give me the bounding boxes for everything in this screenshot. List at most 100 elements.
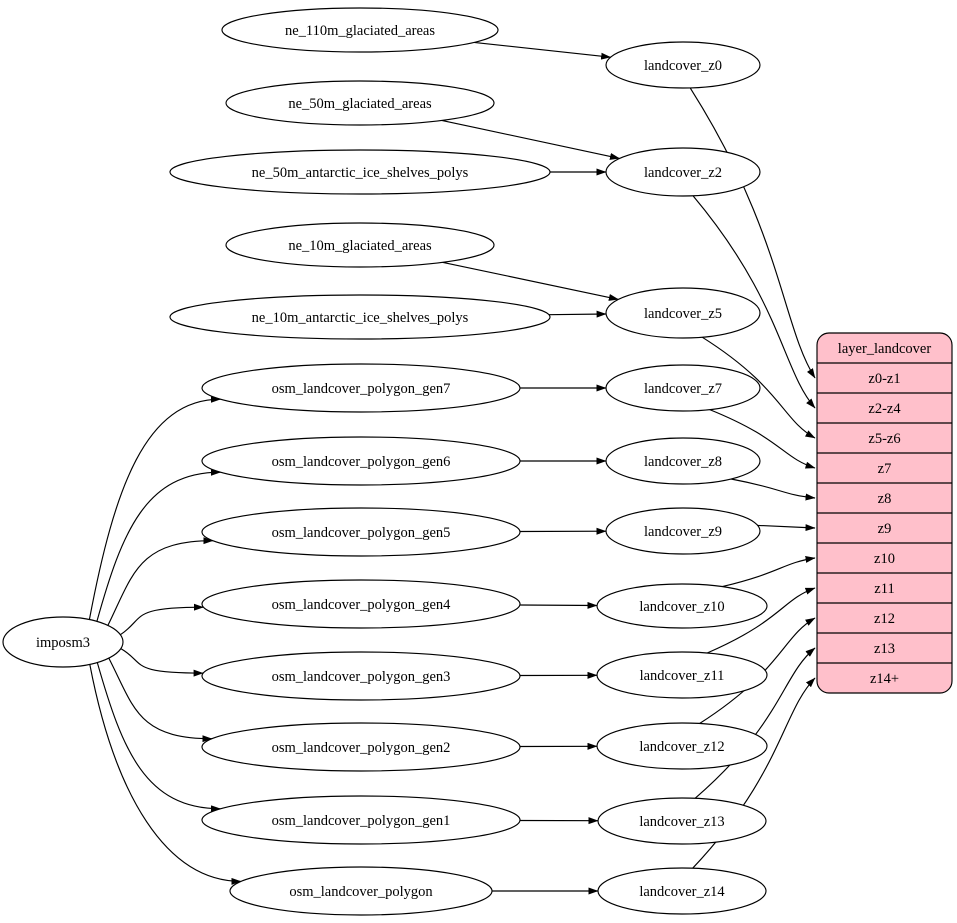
edge-landcover_z7-to-layer_landcover-row3 <box>709 409 816 469</box>
edge-landcover_z12-to-layer_landcover-row8 <box>699 617 816 724</box>
node-ellipse <box>596 651 768 699</box>
node-landcover_z11: landcover_z11 <box>596 651 768 699</box>
node-landcover_z13: landcover_z13 <box>597 797 767 845</box>
node-label: landcover_z2 <box>644 165 722 181</box>
node-label: landcover_z5 <box>644 306 722 322</box>
edge-landcover_z10-to-layer_landcover-row6 <box>722 556 816 588</box>
node-ellipse <box>605 287 761 339</box>
edge-landcover_z0-to-layer_landcover-row0 <box>689 87 816 379</box>
node-ellipse <box>605 507 761 555</box>
table-row-label: z9 <box>878 521 892 537</box>
node-ellipse <box>201 651 521 701</box>
node-label: landcover_z10 <box>639 599 724 615</box>
node-label: osm_landcover_polygon_gen6 <box>272 454 451 470</box>
edge-landcover_z9-to-layer_landcover-row5 <box>757 524 816 532</box>
node-ellipse <box>169 294 551 340</box>
node-label: landcover_z14 <box>639 884 725 900</box>
node-ellipse <box>225 222 495 268</box>
node-ne_50m_glaciated_areas: ne_50m_glaciated_areas <box>225 80 495 126</box>
node-imposm3: imposm3 <box>2 616 124 668</box>
edge-landcover_z5-to-layer_landcover-row2 <box>701 336 816 439</box>
edges-layer <box>88 41 816 895</box>
table-row-label: z0-z1 <box>868 371 900 387</box>
edge-imposm3-to-osm_landcover_polygon_gen1 <box>96 662 221 813</box>
table-row-label: z7 <box>878 461 892 477</box>
node-ellipse <box>597 797 767 845</box>
node-ellipse <box>201 579 521 629</box>
node-ellipse <box>605 147 761 197</box>
node-landcover_z12: landcover_z12 <box>596 722 768 770</box>
node-ellipse <box>605 437 761 485</box>
node-ellipse <box>225 80 495 126</box>
table-row-label: z11 <box>874 581 894 597</box>
node-ellipse <box>201 507 521 557</box>
node-label: landcover_z8 <box>644 454 722 470</box>
node-label: landcover_z11 <box>640 668 725 684</box>
node-landcover_z7: landcover_z7 <box>605 364 761 412</box>
edge-imposm3-to-osm_landcover_polygon_gen4 <box>120 603 204 636</box>
node-label: ne_10m_antarctic_ice_shelves_polys <box>252 310 469 326</box>
edge-ne_10m_glaciated_areas-to-landcover_z5 <box>442 261 619 301</box>
node-ellipse <box>596 583 768 629</box>
table-layer-landcover: layer_landcover z0-z1 z2-z4 z5-z6 z7 z8 z9 z10 z… <box>816 332 953 694</box>
node-osm_landcover_polygon_gen1: osm_landcover_polygon_gen1 <box>201 795 521 845</box>
node-ellipse <box>597 867 767 915</box>
node-ellipse <box>201 722 521 772</box>
edge-landcover_z11-to-layer_landcover-row7 <box>706 587 816 654</box>
table-row-label: z5-z6 <box>868 431 900 447</box>
node-ellipse <box>229 866 493 916</box>
edge-landcover_z8-to-layer_landcover-row4 <box>730 478 816 501</box>
node-osm_landcover_polygon_gen3: osm_landcover_polygon_gen3 <box>201 651 521 701</box>
node-label: landcover_z0 <box>644 58 722 74</box>
edge-imposm3-to-osm_landcover_polygon_gen2 <box>108 657 213 743</box>
node-ellipse <box>221 7 499 53</box>
node-ellipse <box>201 436 521 486</box>
node-ellipse <box>201 363 521 413</box>
node-label: landcover_z12 <box>639 739 724 755</box>
node-ellipse <box>169 149 551 195</box>
node-landcover_z2: landcover_z2 <box>605 147 761 197</box>
table-row-label: z14+ <box>870 671 899 687</box>
node-label: landcover_z7 <box>644 381 722 397</box>
node-label: ne_110m_glaciated_areas <box>285 23 435 39</box>
edge-imposm3-to-osm_landcover_polygon_gen7 <box>88 395 221 620</box>
edge-landcover_z2-to-layer_landcover-row1 <box>692 195 816 409</box>
node-label: osm_landcover_polygon_gen1 <box>272 813 451 829</box>
node-osm_landcover_polygon: osm_landcover_polygon <box>229 866 493 916</box>
node-ellipse <box>201 795 521 845</box>
table-row-label: z2-z4 <box>868 401 901 417</box>
node-ellipse <box>596 722 768 770</box>
edge-ne_50m_glaciated_areas-to-landcover_z2 <box>441 119 620 160</box>
edge-ne_110m_glaciated_areas-to-landcover_z0 <box>474 41 612 60</box>
edge-imposm3-to-osm_landcover_polygon_gen3 <box>120 648 204 677</box>
node-landcover_z5: landcover_z5 <box>605 287 761 339</box>
node-landcover_z10: landcover_z10 <box>596 583 768 629</box>
node-ne_10m_antarctic_ice_shelves_polys: ne_10m_antarctic_ice_shelves_polys <box>169 294 551 340</box>
table-row-label: z12 <box>874 611 895 627</box>
node-ellipse <box>2 616 124 668</box>
edge-imposm3-to-osm_landcover_polygon_gen5 <box>107 537 214 626</box>
node-ellipse <box>605 41 761 89</box>
node-label: landcover_z13 <box>639 814 724 830</box>
node-label: ne_50m_glaciated_areas <box>288 96 432 112</box>
node-label: imposm3 <box>36 635 90 651</box>
node-landcover_z0: landcover_z0 <box>605 41 761 89</box>
edge-ne_10m_antarctic_ice_shelves_polys-to-landcover_z5 <box>548 310 607 318</box>
node-label: osm_landcover_polygon_gen4 <box>272 597 452 613</box>
node-ne_50m_antarctic_ice_shelves_polys: ne_50m_antarctic_ice_shelves_polys <box>169 149 551 195</box>
node-osm_landcover_polygon_gen7: osm_landcover_polygon_gen7 <box>201 363 521 413</box>
table-title: layer_landcover <box>838 341 932 357</box>
table-row-label: z13 <box>874 641 895 657</box>
node-landcover_z9: landcover_z9 <box>605 507 761 555</box>
node-osm_landcover_polygon_gen4: osm_landcover_polygon_gen4 <box>201 579 521 629</box>
node-label: ne_50m_antarctic_ice_shelves_polys <box>252 165 469 181</box>
node-label: osm_landcover_polygon_gen2 <box>272 740 451 756</box>
node-ellipse <box>605 364 761 412</box>
node-ne_10m_glaciated_areas: ne_10m_glaciated_areas <box>225 222 495 268</box>
node-osm_landcover_polygon_gen2: osm_landcover_polygon_gen2 <box>201 722 521 772</box>
table-row-label: z10 <box>874 551 895 567</box>
table-row-label: z8 <box>878 491 892 507</box>
node-landcover_z14: landcover_z14 <box>597 867 767 915</box>
